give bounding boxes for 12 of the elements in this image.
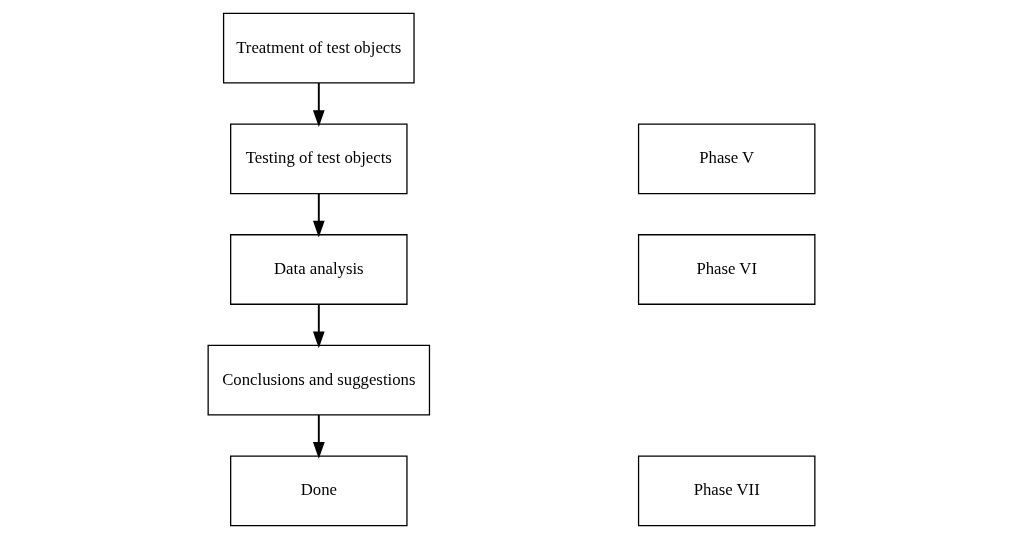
node-box: Phase V: [637, 123, 815, 195]
arrow: [312, 82, 325, 127]
node-box: Testing of test objects: [229, 123, 408, 195]
node-box: Phase VII: [637, 455, 815, 527]
arrow: [312, 414, 325, 459]
node-box: Phase VI: [637, 234, 815, 305]
node-box: Treatment of test objects: [222, 12, 415, 84]
arrow: [312, 303, 325, 349]
node-box: Data analysis: [229, 234, 408, 305]
node-box: Done: [229, 455, 408, 527]
arrow: [312, 192, 325, 238]
node-box: Conclusions and suggestions: [207, 344, 430, 416]
